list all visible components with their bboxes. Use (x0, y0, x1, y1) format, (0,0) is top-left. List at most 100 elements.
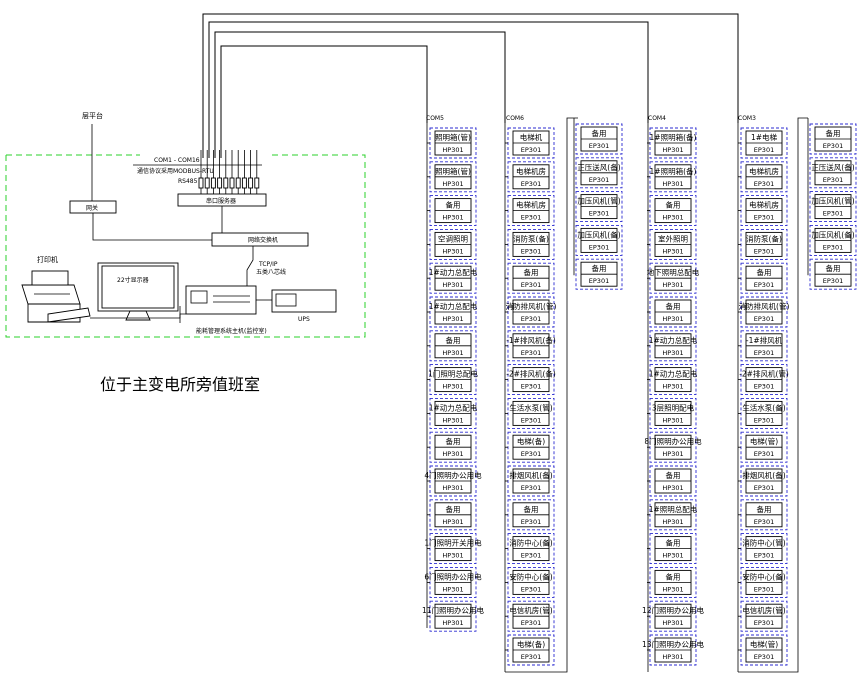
host-label: 能耗管理系统主机(监控室) (196, 327, 267, 335)
gateway-group: 层平台 网关 (69, 111, 212, 241)
meter-model: EP301 (754, 146, 774, 154)
meter-device: 1#照明箱(备)HP301 (647, 161, 697, 193)
meter-device: 生活水泵(备)EP301 (738, 397, 788, 429)
serial-port (254, 177, 260, 189)
meter-name: 地下照明总配电 (647, 267, 700, 277)
meter-model: EP301 (521, 349, 541, 357)
meter-name: 照明箱(管) (435, 166, 471, 176)
meter-model: EP301 (521, 281, 541, 289)
meter-model: EP301 (754, 518, 774, 526)
meter-name: 加压风机(管) (577, 196, 620, 206)
cable-label: RS485 (178, 178, 198, 185)
meter-column: COM5照明箱(管)HP301照明箱(管)HP301备用HP301空调照明HP3… (422, 115, 485, 632)
network-switch-label: 网络交换机 (248, 236, 278, 244)
meter-name: 消防泵(备) (746, 233, 782, 243)
serial-port (241, 177, 247, 189)
meter-model: HP301 (442, 518, 463, 526)
meter-model: EP301 (521, 585, 541, 593)
serial-server-label: 串口服务器 (206, 197, 236, 205)
meter-model: EP301 (521, 484, 541, 492)
meter-device: 电梯(备)EP301 (505, 634, 555, 666)
meter-name: 正压送风(备) (577, 162, 620, 172)
serial-port (210, 177, 216, 189)
meter-name: 电梯机房 (516, 200, 546, 210)
meter-model: EP301 (823, 176, 843, 184)
meter-device: 电梯(备)EP301 (505, 431, 555, 463)
meter-name: 12门照明办公用电 (642, 605, 705, 615)
meter-name: 生活水泵(管) (509, 402, 552, 412)
meter-name: 1#照明箱(备) (650, 132, 697, 142)
meter-model: HP301 (442, 416, 463, 424)
meter-model: HP301 (662, 349, 683, 357)
meter-name: -2#排风机(管) (739, 369, 789, 379)
meter-name: 1#动力总配电 (429, 301, 478, 311)
meter-model: EP301 (754, 552, 774, 560)
meter-model: EP301 (823, 277, 843, 285)
meter-device: 1#照明箱(备)HP301 (647, 127, 697, 159)
meter-model: EP301 (521, 619, 541, 627)
meter-name: 备用 (446, 504, 461, 514)
meter-column: COM31#电梯EP301电梯机房EP301电梯机房EP301消防泵(备)EP3… (738, 115, 790, 666)
meter-model: HP301 (442, 281, 463, 289)
meter-model: EP301 (521, 146, 541, 154)
meter-model: EP301 (754, 619, 774, 627)
com-port-label: COM6 (506, 115, 524, 122)
meter-name: 1#动力总配电 (429, 402, 478, 412)
meter-device: 电信机房(管)EP301 (505, 600, 555, 632)
meter-model: HP301 (662, 552, 683, 560)
meter-device: 安防中心(备)EP301 (505, 566, 555, 598)
meter-model: EP301 (521, 214, 541, 222)
meter-model: HP301 (442, 450, 463, 458)
meter-model: EP301 (521, 247, 541, 255)
meter-name: 8门照明办公用电 (644, 436, 702, 446)
meter-device: 电信机房(管)EP301 (738, 600, 788, 632)
meter-name: 备用 (666, 200, 681, 210)
meter-name: 室外照明 (658, 233, 688, 243)
meter-model: EP301 (589, 277, 609, 285)
meter-name: 备用 (592, 128, 607, 138)
meter-device: 加压风机(管)EP301 (809, 191, 857, 223)
tcpip-label: TCP/IP (258, 261, 278, 268)
meter-model: HP301 (662, 180, 683, 188)
meter-model: EP301 (754, 450, 774, 458)
meter-model: EP301 (754, 349, 774, 357)
room-boundary (5, 154, 366, 338)
upper-platform-label: 层平台 (82, 111, 103, 120)
meter-device: 消防中心(备)EP301 (505, 533, 555, 565)
meter-model: HP301 (442, 619, 463, 627)
meter-model: HP301 (442, 180, 463, 188)
meter-model: EP301 (823, 142, 843, 150)
meter-name: 消防排风机(管) (506, 301, 557, 311)
meter-model: EP301 (589, 243, 609, 251)
meter-name: 电梯机 (520, 132, 543, 142)
meter-device: 正压送风(备)EP301 (809, 157, 857, 189)
meter-name: 加压风机(管) (811, 196, 854, 206)
serial-port (223, 177, 229, 189)
meter-name: 消防排风机(管) (739, 301, 790, 311)
com-port-label: COM3 (738, 115, 756, 122)
gateway-label: 网关 (86, 204, 98, 212)
meter-device: -2#排风机(管)EP301 (738, 364, 789, 396)
meter-model: EP301 (754, 214, 774, 222)
protocol-label: 通信协议采用MODBUS-RTU (137, 167, 214, 175)
meter-name: 电梯(备) (517, 436, 545, 446)
meter-model: EP301 (754, 281, 774, 289)
meter-name: 加压风机(备) (811, 229, 854, 239)
serial-port (229, 177, 235, 189)
meter-name: 4门照明办公用电 (424, 470, 482, 480)
